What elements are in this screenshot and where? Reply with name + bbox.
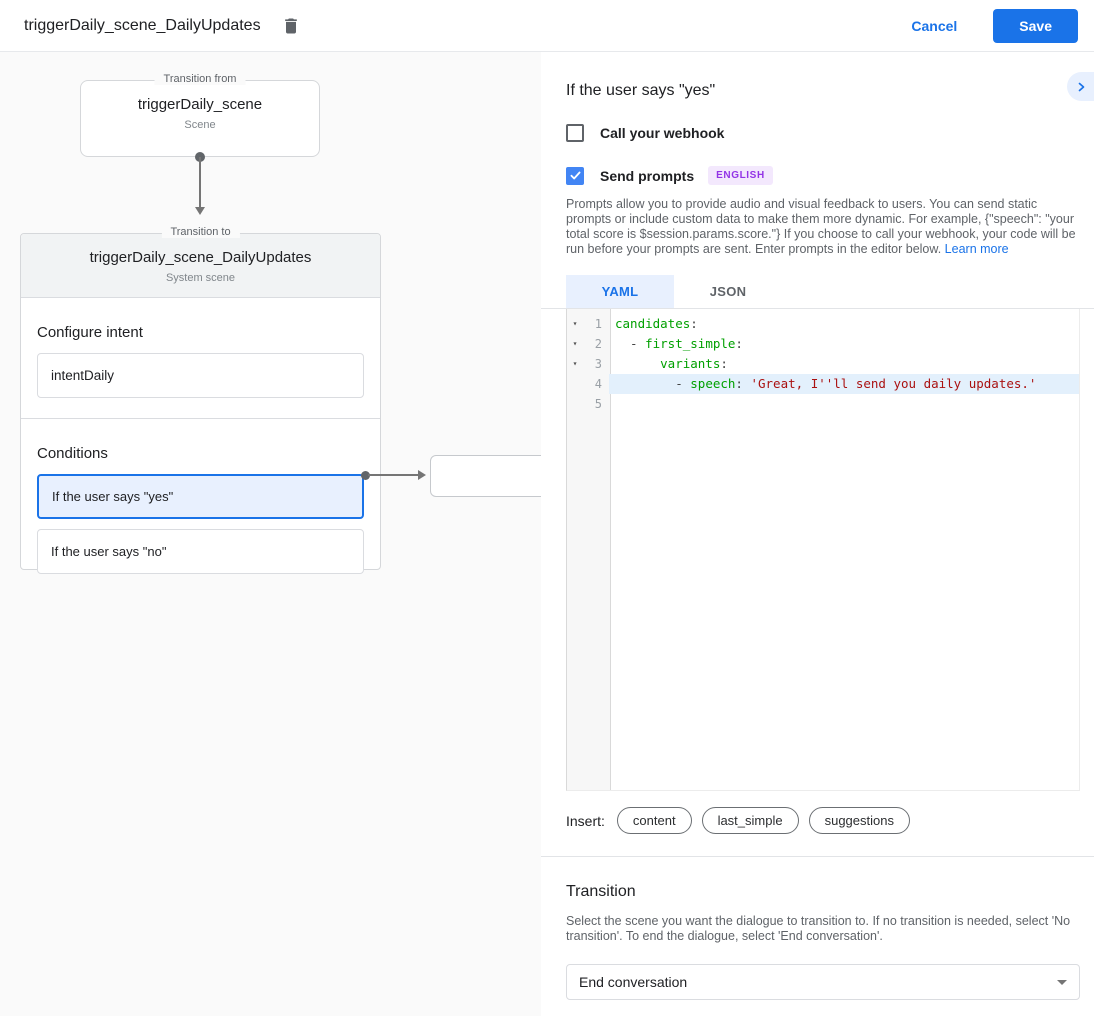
collapse-panel-button[interactable] (1067, 72, 1094, 101)
language-badge: ENGLISH (708, 166, 773, 185)
transition-select[interactable]: End conversation (566, 964, 1080, 1001)
save-button[interactable]: Save (993, 8, 1078, 43)
code-token: 'Great, I''ll send you daily updates.' (750, 376, 1037, 391)
code-line[interactable]: ▾ 3 variants: (567, 354, 1079, 374)
fold-toggle-icon (567, 394, 583, 414)
code-token: first_simple (645, 336, 736, 351)
prompt-code-editor[interactable]: ▾ 1 candidates: ▾ 2 - first_simple: ▾ 3 varian… (566, 309, 1080, 791)
code-line[interactable]: ▾ 1 candidates: (567, 314, 1079, 334)
code-text: variants: (609, 354, 1079, 374)
line-number: 4 (594, 377, 602, 391)
condition-detail-panel: If the user says "yes" Call your webhook… (541, 52, 1094, 1016)
intent-value: intentDaily (51, 368, 115, 383)
top-bar: triggerDaily_scene_DailyUpdates Cancel S… (0, 0, 1094, 52)
line-number: 2 (594, 337, 602, 351)
transition-heading: Transition (566, 883, 636, 900)
condition-heading: If the user says "yes" (566, 82, 716, 99)
code-token: variants (660, 356, 721, 371)
scene-node-header: triggerDaily_scene_DailyUpdates System s… (21, 234, 380, 298)
connector-dot (361, 471, 370, 480)
send-prompts-row: Send prompts ENGLISH (566, 166, 1080, 185)
webhook-row: Call your webhook (566, 124, 1080, 142)
condition-item[interactable]: If the user says "no" (37, 529, 364, 574)
card-divider (21, 418, 380, 419)
webhook-checkbox[interactable] (566, 124, 584, 142)
transition-select-value: End conversation (579, 974, 688, 991)
scene-diagram-panel: Transition from triggerDaily_scene Scene… (0, 52, 541, 1016)
from-node-title: triggerDaily_scene (137, 96, 263, 113)
insert-label: Insert: (566, 812, 605, 829)
trash-icon-glyph (284, 18, 297, 33)
to-node-subtitle: System scene (165, 272, 236, 284)
tab-yaml[interactable]: YAML (566, 275, 674, 308)
code-token: : (735, 336, 743, 351)
code-token: speech (690, 376, 736, 391)
chevron-right-icon (1078, 82, 1084, 91)
insert-row: Insert: content last_simple suggestions (566, 807, 1080, 834)
configure-intent-section: Configure intent intentDaily (21, 298, 380, 398)
transition-description: Select the scene you want the dialogue t… (566, 914, 1071, 944)
code-token (615, 356, 660, 371)
code-token: candidates (615, 316, 691, 331)
send-prompts-checkbox[interactable] (566, 166, 584, 185)
transition-from-legend: Transition from (154, 73, 246, 85)
arrowhead-right-icon (418, 470, 426, 480)
section-divider (541, 856, 1094, 857)
prompts-description: Prompts allow you to provide audio and v… (566, 197, 1080, 257)
line-number: 5 (594, 397, 602, 411)
tab-json[interactable]: JSON (709, 284, 747, 299)
code-text: - first_simple: (609, 334, 1079, 354)
intent-field[interactable]: intentDaily (37, 353, 364, 398)
conditions-section: Conditions If the user says "yes"If the … (21, 419, 380, 574)
transition-from-node[interactable]: Transition from triggerDaily_scene Scene (80, 73, 320, 157)
code-token: : (735, 376, 751, 391)
learn-more-link[interactable]: Learn more (944, 242, 1009, 256)
trash-icon[interactable] (279, 14, 303, 38)
insert-chip-last_simple[interactable]: last_simple (701, 807, 799, 834)
check-icon (570, 171, 580, 180)
fold-toggle-icon[interactable]: ▾ (572, 339, 578, 348)
configure-intent-label: Configure intent (37, 324, 143, 341)
condition-item[interactable]: If the user says "yes" (37, 474, 364, 519)
code-token: : (690, 316, 698, 331)
connector-line-horizontal (368, 474, 418, 476)
line-number: 1 (594, 317, 602, 331)
conditions-label: Conditions (37, 445, 108, 462)
caret-down-icon (1057, 979, 1067, 985)
code-lines: ▾ 1 candidates: ▾ 2 - first_simple: ▾ 3 varian… (567, 309, 1079, 414)
editor-gutter (567, 309, 611, 790)
insert-chip-suggestions[interactable]: suggestions (808, 807, 910, 834)
to-node-title: triggerDaily_scene_DailyUpdates (89, 249, 312, 266)
transition-to-legend: Transition to (161, 226, 240, 238)
arrowhead-down-icon (195, 207, 205, 215)
code-text (609, 394, 1079, 414)
webhook-label: Call your webhook (600, 125, 725, 141)
code-line[interactable]: 4 - speech: 'Great, I''ll send you daily… (567, 374, 1079, 394)
cancel-button[interactable]: Cancel (905, 17, 963, 35)
code-text: candidates: (609, 314, 1079, 334)
code-token: - (615, 336, 646, 351)
code-token: : (720, 356, 728, 371)
code-line[interactable]: 5 (567, 394, 1079, 414)
page-title: triggerDaily_scene_DailyUpdates (24, 16, 261, 34)
line-number: 3 (594, 357, 602, 371)
send-prompts-label: Send prompts (600, 167, 695, 184)
prompts-description-text: Prompts allow you to provide audio and v… (566, 197, 1076, 256)
fold-toggle-icon[interactable]: ▾ (572, 319, 578, 328)
insert-chips: content last_simple suggestions (616, 807, 920, 834)
transition-to-node: Transition to triggerDaily_scene_DailyUp… (20, 226, 381, 574)
from-node-subtitle: Scene (184, 119, 216, 131)
connector-line-vertical (199, 157, 201, 207)
editor-format-tabs: YAML JSON (541, 275, 1094, 309)
code-token: - (615, 376, 691, 391)
condition-target-node[interactable] (430, 455, 541, 497)
conditions-list: If the user says "yes" If the user says "… (37, 474, 364, 574)
fold-toggle-icon (567, 374, 583, 394)
code-text: - speech: 'Great, I''ll send you daily u… (609, 374, 1079, 394)
insert-chip-content[interactable]: content (616, 807, 692, 834)
code-line[interactable]: ▾ 2 - first_simple: (567, 334, 1079, 354)
fold-toggle-icon[interactable]: ▾ (572, 359, 578, 368)
